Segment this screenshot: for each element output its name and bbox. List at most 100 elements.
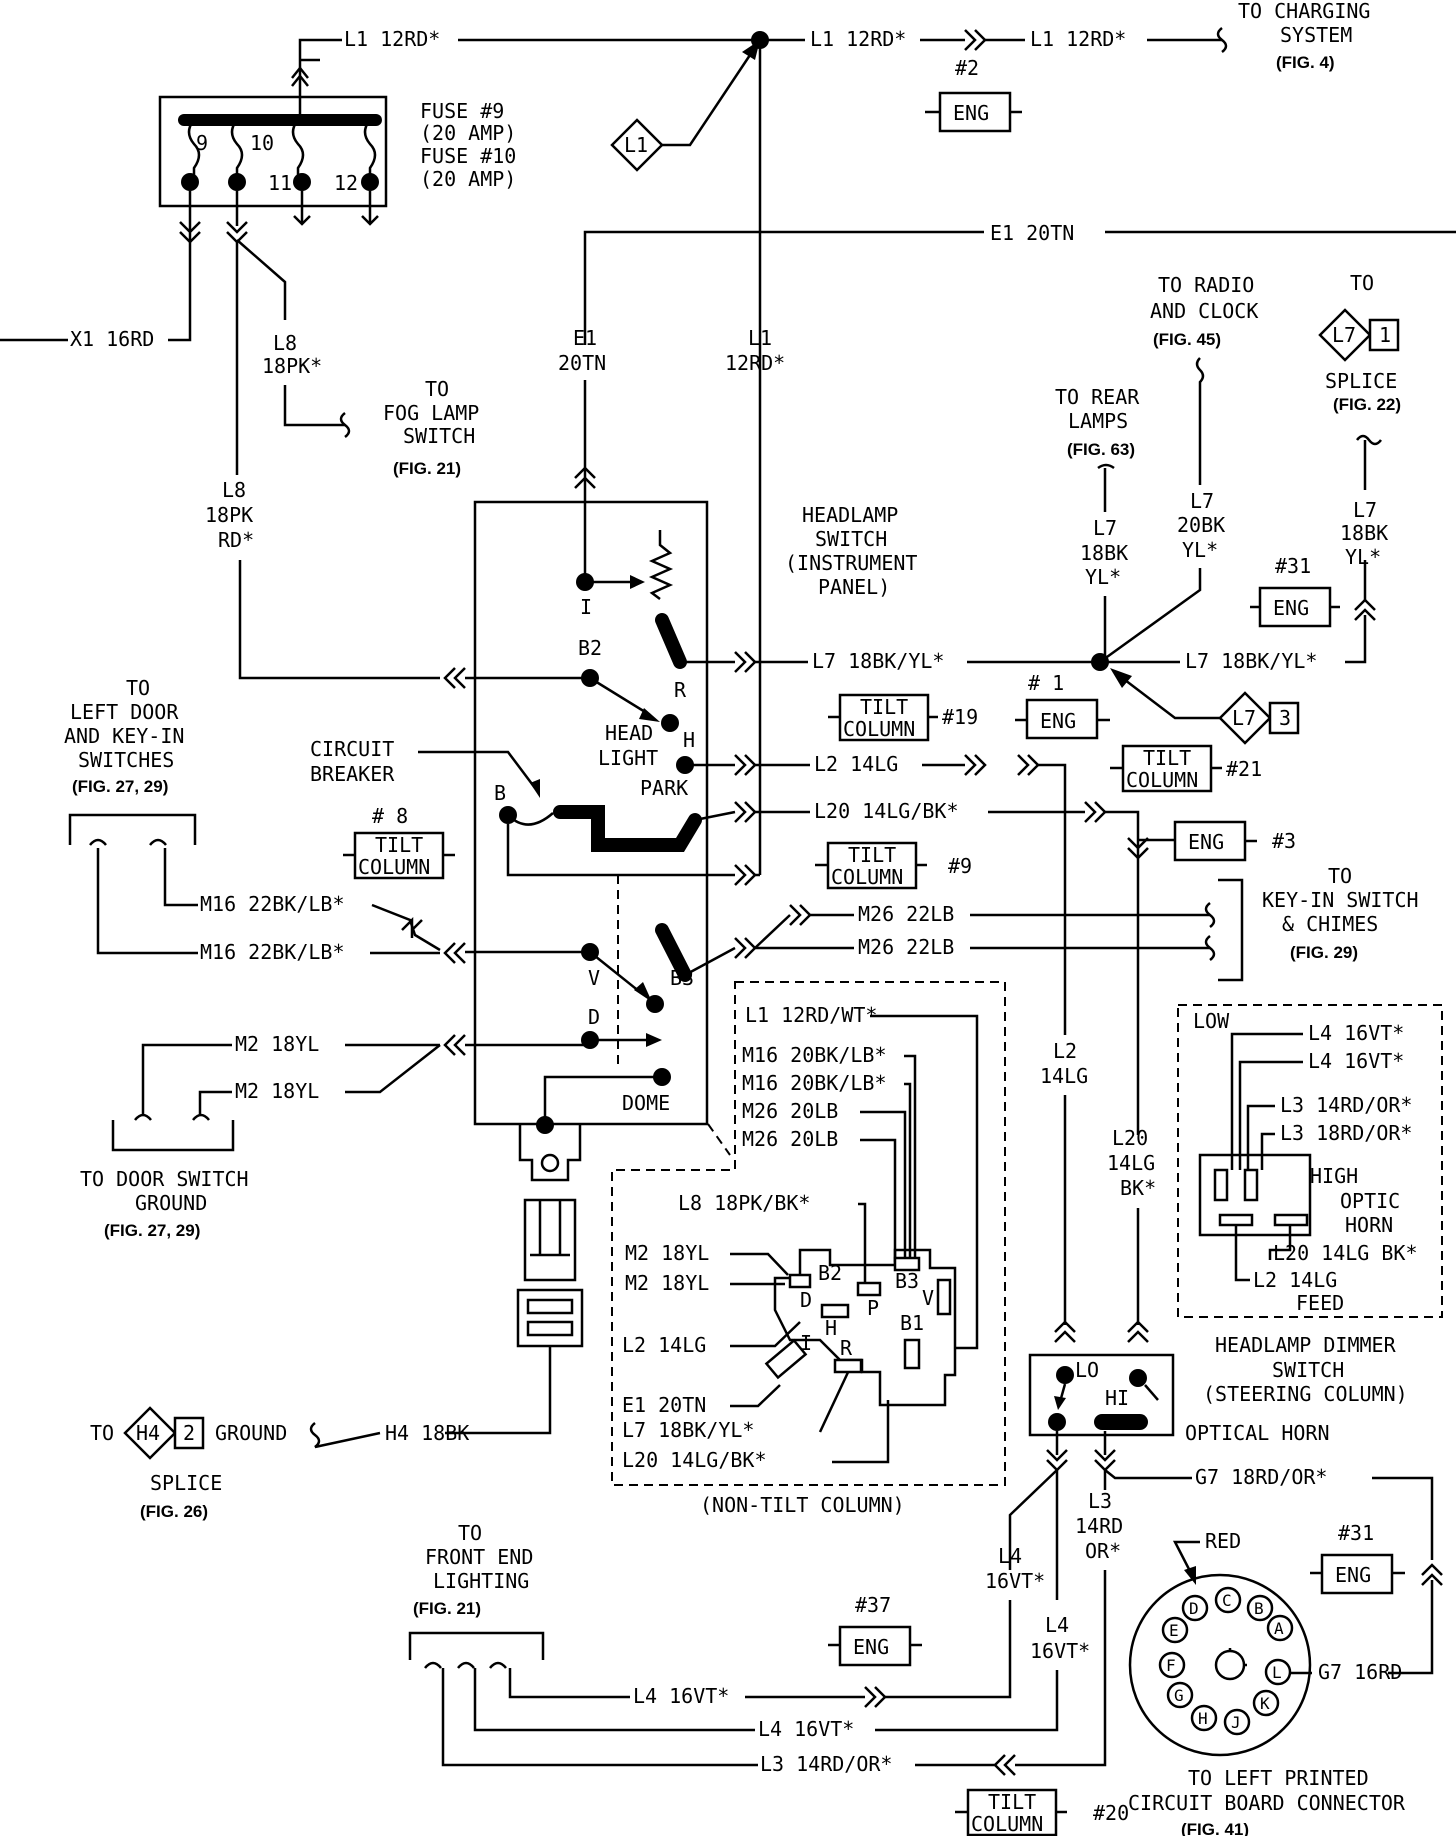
dest-charging-3: (FIG. 4): [1276, 53, 1335, 72]
dest-left-door-2: LEFT DOOR: [70, 700, 179, 724]
connector-pin-label-k: K: [1260, 1694, 1270, 1713]
svg-text:SWITCH: SWITCH: [1272, 1358, 1344, 1382]
headlamp-switch-title-1: HEADLAMP: [802, 503, 898, 527]
dest-charging-2: SYSTEM: [1280, 23, 1352, 47]
svg-text:ENG: ENG: [853, 1635, 889, 1659]
terminal-park: PARK: [640, 776, 688, 800]
dest-printed-3: (FIG. 41): [1181, 1820, 1249, 1836]
dest-left-door-4: SWITCHES: [78, 748, 174, 772]
wire-label-g7-b: G7 16RD: [1318, 1660, 1402, 1684]
svg-text:L3 14RD/OR*: L3 14RD/OR*: [1280, 1093, 1412, 1117]
dest-splice-l7-2: SPLICE: [1325, 369, 1397, 393]
svg-text:L1 12RD/WT*: L1 12RD/WT*: [745, 1003, 877, 1027]
connector-pin-label-j: J: [1231, 1713, 1241, 1732]
connector-pin-d: [1181, 1594, 1209, 1622]
fuse-10-label: FUSE #10: [420, 144, 516, 168]
connector-pin-f: [1158, 1651, 1186, 1679]
svg-text:ENG: ENG: [953, 101, 989, 125]
wire-label-l4-v1-b: 16VT*: [985, 1569, 1045, 1593]
svg-text:OPTICAL HORN: OPTICAL HORN: [1185, 1421, 1330, 1445]
wire-label-e1-vert-a: E1: [573, 326, 597, 350]
non-tilt-column: (NON-TILT COLUMN) L1 12RD/WT* M16 20BK/L…: [611, 981, 1006, 1517]
wire-label-m16-b: M16 22BK/LB*: [200, 940, 345, 964]
svg-text:#31: #31: [1338, 1521, 1374, 1545]
dest-printed-1: TO LEFT PRINTED: [1188, 1766, 1369, 1790]
svg-text:#21: #21: [1226, 757, 1262, 781]
dest-left-door-3: AND KEY-IN: [64, 724, 184, 748]
dest-fog-4: (FIG. 21): [393, 459, 461, 478]
svg-text:L7: L7: [1232, 706, 1256, 730]
wire-label-l8-c: RD*: [218, 528, 254, 552]
wire-label-l4-v2-a: L4: [1045, 1613, 1069, 1637]
fuse-terminal-12: 12: [334, 171, 358, 195]
connector-pin-g: [1166, 1681, 1194, 1709]
svg-text:LO: LO: [1075, 1358, 1099, 1382]
wire-label-l1-vert-a: L1: [748, 326, 772, 350]
dest-splice-l7-3: (FIG. 22): [1333, 395, 1401, 414]
svg-text:ENG: ENG: [1273, 596, 1309, 620]
wire-label-l8-fog-b: 18PK*: [262, 354, 322, 378]
connector-pin-label-g: G: [1174, 1686, 1184, 1705]
connector-pin-k: [1252, 1689, 1280, 1717]
connector-eng-2: #2 ENG: [925, 56, 1022, 133]
fuse-9-label: FUSE #9: [420, 99, 504, 123]
fuse-10-amp: (20 AMP): [420, 167, 516, 191]
svg-text:2: 2: [183, 1421, 195, 1445]
fuse-terminal-9: 9: [196, 131, 208, 155]
svg-text:3: 3: [1279, 706, 1291, 730]
dest-charging-1: TO CHARGING: [1238, 0, 1370, 23]
wire-label-l3-v-c: OR*: [1085, 1539, 1121, 1563]
wire-label-l7-radio-c: YL*: [1182, 538, 1218, 562]
wire-label-h4: H4 18BK: [385, 1421, 469, 1445]
svg-text:L20 14LG/BK*: L20 14LG/BK*: [622, 1448, 767, 1472]
svg-text:ENG: ENG: [1188, 830, 1224, 854]
wire-label-l3-h: L3 14RD/OR*: [760, 1752, 892, 1776]
svg-text:OPTIC: OPTIC: [1340, 1189, 1400, 1213]
terminal-r: R: [674, 678, 687, 702]
dest-rear-3: (FIG. 63): [1067, 440, 1135, 459]
dest-key-in-2: KEY-IN SWITCH: [1262, 888, 1419, 912]
dest-splice-l7-1: TO: [1350, 271, 1374, 295]
connector-tilt-8: # 8 TILT COLUMN: [343, 804, 455, 880]
svg-text:TILT: TILT: [375, 833, 423, 857]
headlamp-switch-title-2: SWITCH: [815, 527, 887, 551]
dest-rear-2: LAMPS: [1068, 409, 1128, 433]
dest-door-ground-3: (FIG. 27, 29): [104, 1221, 200, 1240]
dimmer-switch: HEADLAMP DIMMER SWITCH (STEERING COLUMN)…: [1028, 1333, 1408, 1472]
dest-h4-splice: SPLICE: [150, 1471, 222, 1495]
wire-label-x1: X1 16RD: [70, 327, 154, 351]
wire-label-l7-rear-a: L7: [1093, 516, 1117, 540]
svg-text:L7: L7: [1332, 323, 1356, 347]
wire-label-g7-a: G7 18RD/OR*: [1195, 1465, 1327, 1489]
connector-pin-a: [1266, 1614, 1294, 1642]
wire-label-l7-left: L7 18BK/YL*: [812, 649, 944, 673]
wire-label-m26-b: M26 22LB: [858, 935, 954, 959]
svg-text:HORN: HORN: [1345, 1213, 1393, 1237]
connector-eng-31-bottom: #31 ENG: [1310, 1521, 1405, 1595]
wire-label-l4-v1-a: L4: [998, 1544, 1022, 1568]
svg-text:COLUMN: COLUMN: [358, 855, 430, 879]
wire-label-l8-a: L8: [222, 478, 246, 502]
svg-text:H: H: [825, 1316, 837, 1340]
svg-text:(STEERING COLUMN): (STEERING COLUMN): [1203, 1382, 1408, 1406]
svg-text:L2 14LG: L2 14LG: [622, 1333, 706, 1357]
svg-text:TILT: TILT: [988, 1790, 1036, 1814]
dest-key-in-3: & CHIMES: [1282, 912, 1378, 936]
wire-label-l3-v-a: L3: [1088, 1489, 1112, 1513]
svg-text:M2 18YL: M2 18YL: [625, 1241, 709, 1265]
dest-fog-3: SWITCH: [403, 424, 475, 448]
connector-pin-label-h: H: [1198, 1709, 1208, 1728]
wire-label-l20-vert-c: BK*: [1120, 1176, 1156, 1200]
connector-pin-label-l: L: [1272, 1663, 1282, 1682]
connector-pin-c: [1214, 1586, 1242, 1614]
svg-text:M26 20LB: M26 20LB: [742, 1127, 838, 1151]
svg-text:TILT: TILT: [1143, 746, 1191, 770]
wire-label-l7-splice-c: YL*: [1345, 545, 1381, 569]
svg-text:HI: HI: [1105, 1386, 1129, 1410]
headlamp-switch: HEADLAMP SWITCH (INSTRUMENT PANEL) I R B…: [310, 500, 917, 1435]
wire-label-l8-b: 18PK: [205, 503, 253, 527]
wire-label-l7-rear-b: 18BK: [1080, 541, 1128, 565]
headlamp-switch-title-4: PANEL): [818, 575, 890, 599]
fuse-terminal-10: 10: [250, 131, 274, 155]
